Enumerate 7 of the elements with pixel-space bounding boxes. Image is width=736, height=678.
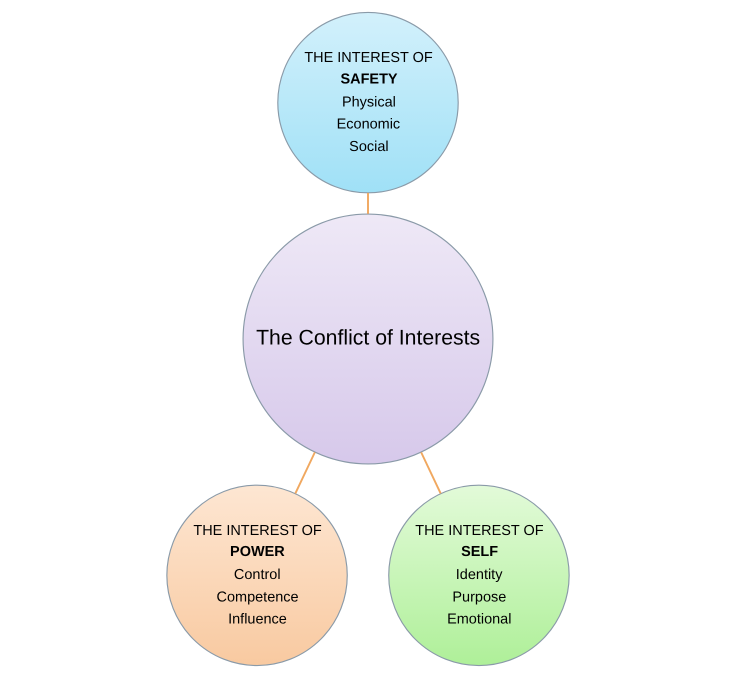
node-circle: THE INTEREST OF POWER Control Competence Influence: [166, 484, 348, 666]
connector: [420, 452, 442, 494]
node-circle: THE INTEREST OF SELF Identity Purpose Emotional: [388, 484, 570, 666]
connector: [367, 192, 369, 214]
node-circle: THE INTEREST OF SAFETY Physical Economic Social: [277, 12, 459, 194]
connector: [294, 452, 316, 494]
node-circle: The Conflict of Interests: [242, 213, 494, 464]
